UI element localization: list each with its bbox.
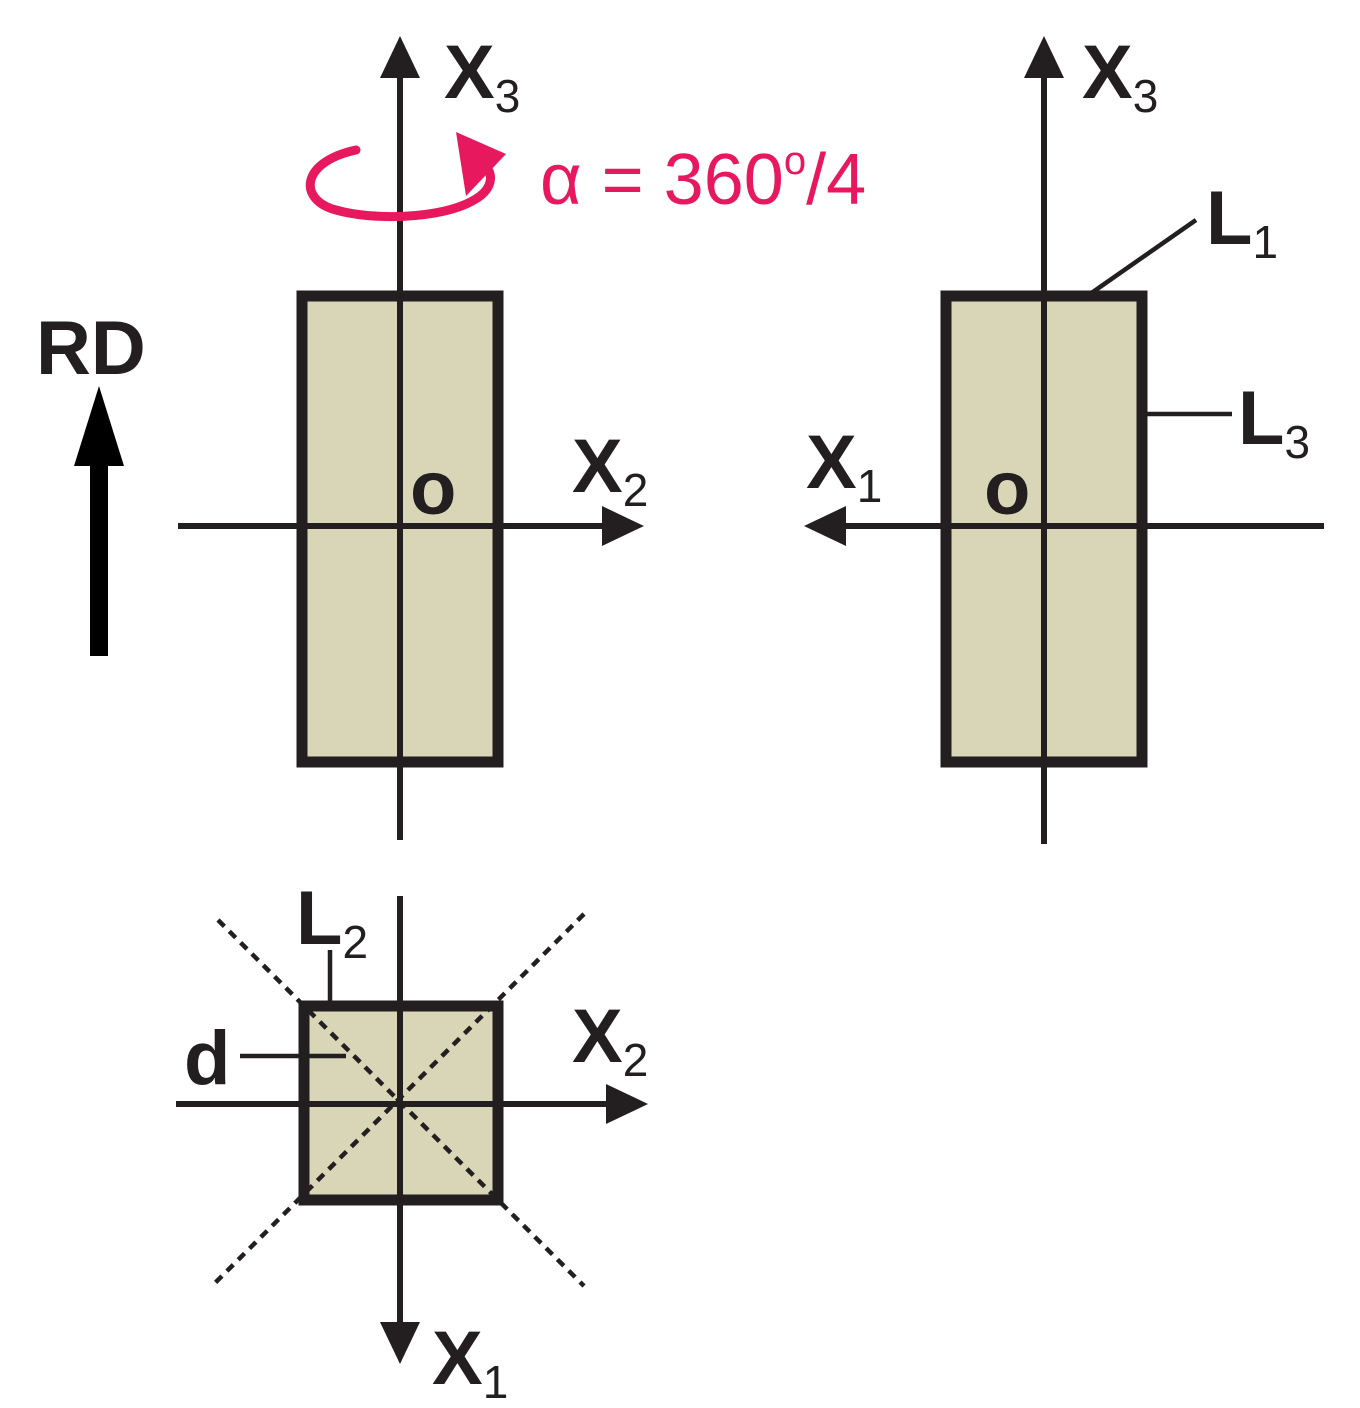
left-view: X3 X2 o α = 360o/4 [178, 30, 866, 840]
right-view: X3 X1 o L1 L3 [804, 30, 1324, 844]
bottom-x1-label: X1 [432, 1316, 508, 1408]
bottom-view: L2 d X2 X1 [176, 876, 648, 1408]
right-origin-label: o [984, 446, 1030, 531]
bottom-x2-arrowhead [606, 1084, 648, 1124]
left-x2-label: X2 [572, 424, 648, 516]
l3-label: L3 [1238, 376, 1310, 468]
rd-arrowhead-icon [74, 386, 124, 466]
bottom-x2-label: X2 [572, 994, 648, 1086]
bottom-x1-arrowhead [380, 1322, 420, 1364]
l2-label: L2 [296, 876, 368, 968]
left-x3-label: X3 [444, 30, 520, 122]
right-x1-label: X1 [806, 420, 882, 512]
rd-direction: RD [36, 306, 146, 656]
rd-label: RD [36, 306, 146, 391]
rd-arrow-shaft [90, 450, 108, 656]
right-x1-arrowhead [804, 506, 846, 546]
right-x3-label: X3 [1082, 30, 1158, 122]
l1-label: L1 [1206, 176, 1278, 268]
l1-leader-line [1088, 218, 1198, 296]
right-x3-arrowhead [1024, 36, 1064, 78]
left-x2-arrowhead [602, 506, 644, 546]
diagonal-d-label: d [184, 1016, 230, 1101]
rotation-arrow-icon [305, 132, 506, 222]
left-origin-label: o [410, 446, 456, 531]
rotation-angle-label: α = 360o/4 [540, 139, 866, 220]
left-x3-arrowhead [380, 36, 420, 78]
